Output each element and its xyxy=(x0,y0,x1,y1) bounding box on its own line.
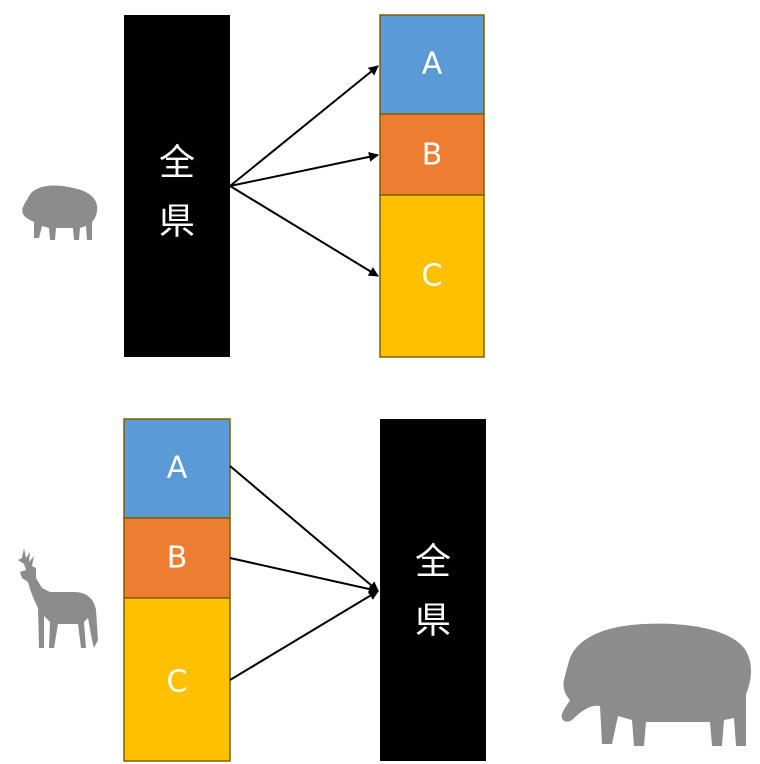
bottom-arrow-from-c xyxy=(229,590,379,681)
top-segment-a xyxy=(379,14,485,115)
bottom-segment-a-label: A xyxy=(167,451,188,486)
bottom-whole-label-line2: 県 xyxy=(415,601,451,642)
top-whole-bar xyxy=(124,15,230,357)
bottom-whole-label-line1: 全 xyxy=(415,542,451,583)
top-segment-c xyxy=(379,194,485,358)
bottom-flow: A B C 全 県 xyxy=(123,418,486,762)
bottom-segment-c xyxy=(123,597,231,762)
top-arrow-to-b xyxy=(229,151,379,187)
bottom-segment-c-label: C xyxy=(167,665,188,700)
top-flow: 全 県 A B C xyxy=(124,14,485,358)
bottom-segment-b-label: B xyxy=(167,541,188,576)
top-segment-c-label: C xyxy=(422,259,443,294)
bottom-arrow-from-a xyxy=(229,465,379,592)
boar-icon xyxy=(22,185,98,240)
top-whole-label-line1: 全 xyxy=(159,143,195,184)
top-arrow-to-a xyxy=(229,65,379,187)
top-segment-b-label: B xyxy=(422,138,443,173)
boar-icon-large xyxy=(561,623,751,746)
top-segment-a-label: A xyxy=(422,47,443,82)
top-whole-label-line2: 県 xyxy=(159,202,195,243)
bottom-arrow-from-b xyxy=(229,557,379,594)
deer-icon xyxy=(18,548,98,648)
bottom-segment-a xyxy=(123,418,231,519)
top-arrow-to-c xyxy=(229,185,379,277)
top-segment-b xyxy=(379,113,485,196)
bottom-whole-bar xyxy=(380,419,486,761)
